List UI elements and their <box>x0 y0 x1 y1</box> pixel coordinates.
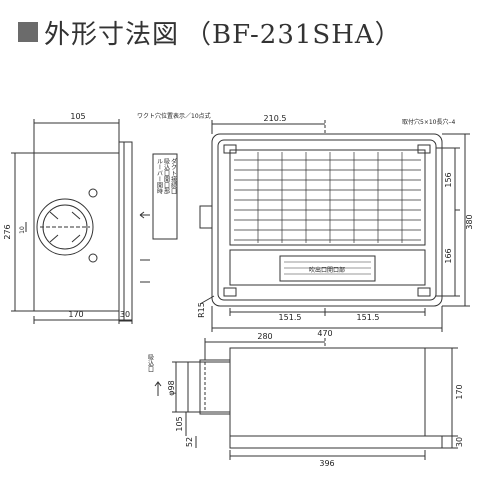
side-view-flange <box>118 141 133 322</box>
side-label-line-1: ルーバー開時 <box>156 158 163 194</box>
side-dim-top-width: 105 <box>70 112 85 121</box>
side-dim-height: 276 <box>3 224 12 239</box>
bottom-dim-height: 170 <box>455 384 464 399</box>
bottom-airflow-label: 吸込口 <box>147 354 154 373</box>
side-view-body <box>33 152 120 312</box>
front-dim-bottom-total: 470 <box>317 329 332 338</box>
page-title: 外形寸法図 （BF-231SHA） <box>18 14 402 50</box>
side-dim-inner-height: 10 <box>19 226 26 234</box>
side-dim-depth: 30 <box>120 310 130 319</box>
front-dim-right-total: 380 <box>465 214 474 229</box>
front-dim-right-lower: 166 <box>444 248 453 263</box>
bottom-dim-top-width: 280 <box>257 332 272 341</box>
front-dim-right-upper: 156 <box>444 172 453 187</box>
side-label-box <box>152 153 178 240</box>
front-dim-bottom-left: 151.5 <box>279 313 302 322</box>
front-note-top-left: ワクト穴位置表示／10点式 <box>137 112 211 120</box>
title-model: （BF-231SHA） <box>185 19 402 50</box>
side-view-duct-outer <box>36 198 94 256</box>
front-note-top-right: 取付穴5×10長穴–4 <box>402 118 455 126</box>
front-view <box>199 120 470 332</box>
side-label-line-3: ダクト接続口 <box>170 157 177 195</box>
bottom-view <box>154 338 458 460</box>
title-square-icon <box>18 22 38 42</box>
bottom-dim-lower-offset: 105 <box>175 416 184 431</box>
front-dim-top-offset: 210.5 <box>264 114 287 123</box>
bottom-dim-bottom-offset: 52 <box>185 437 194 447</box>
bottom-dim-depth: 30 <box>455 437 464 447</box>
bottom-view-duct <box>187 361 231 413</box>
front-dim-corner-radius: R15 <box>197 302 206 318</box>
front-view-grille <box>229 149 426 246</box>
title-main: 外形寸法図 <box>44 19 180 50</box>
bottom-dim-total-width: 396 <box>319 459 334 468</box>
side-view <box>11 119 150 324</box>
bottom-view-flange <box>229 435 443 449</box>
side-dim-bottom-width: 170 <box>68 310 83 319</box>
bottom-view-body <box>229 347 426 437</box>
bottom-dim-duct-dia: φ98 <box>167 380 176 395</box>
front-dim-bottom-right: 151.5 <box>357 313 380 322</box>
front-panel-label: 吹出口開口部 <box>309 266 345 274</box>
side-label-line-2: 吸込口開口部 <box>163 158 170 195</box>
front-view-outlet-panel <box>279 255 376 282</box>
